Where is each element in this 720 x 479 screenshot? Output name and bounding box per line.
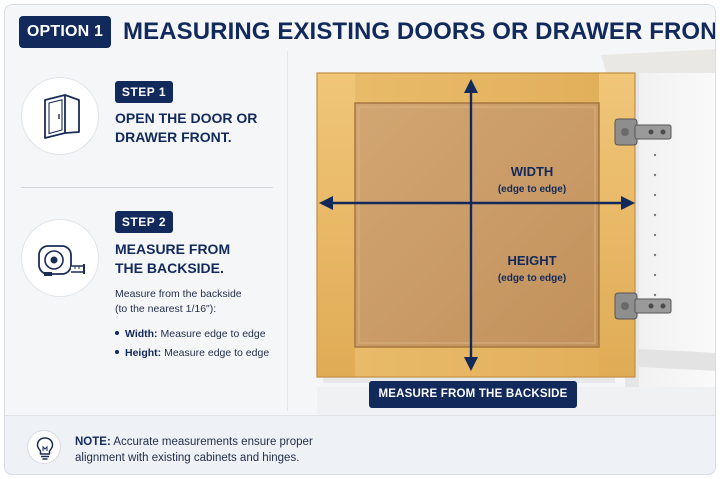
column-divider	[287, 51, 288, 411]
cabinet-top	[601, 49, 715, 75]
width-arrow	[319, 196, 635, 210]
note-text-line2: alignment with existing cabinets and hin…	[75, 452, 300, 464]
door-diagram: WIDTH (edge to edge) HEIGHT (edge to edg…	[289, 49, 715, 415]
height-arrow	[464, 79, 478, 371]
note-bar: NOTE: Accurate measurements ensure prope…	[5, 415, 715, 474]
step2-desc-line1: Measure from the backside	[115, 288, 242, 300]
hinge-top	[614, 118, 672, 146]
bullet-width-text: Measure edge to edge	[157, 328, 266, 340]
note-icon-circle	[27, 430, 61, 464]
step1-title: OPEN THE DOOR OR DRAWER FRONT.	[115, 109, 285, 147]
bullet-width: Width: Measure edge to edge	[115, 327, 266, 341]
infographic-frame: OPTION 1 MEASURING EXISTING DOORS OR DRA…	[4, 4, 716, 475]
width-sublabel: (edge to edge)	[498, 184, 566, 195]
step2-desc-line2: (to the nearest 1/16"):	[115, 303, 217, 315]
step2-title: MEASURE FROM THE BACKSIDE.	[115, 240, 285, 278]
note-text-line1: Accurate measurements ensure proper	[110, 436, 313, 448]
bullet-dot	[115, 350, 119, 355]
step2-icon-circle	[21, 219, 99, 297]
bullet-height-label: Height:	[125, 347, 162, 359]
door-top-rail	[317, 73, 613, 103]
option-badge: OPTION 1	[19, 16, 111, 48]
step2-badge: STEP 2	[115, 211, 173, 233]
door-bottom-rail	[317, 347, 613, 377]
step1-title-line2: DRAWER FRONT.	[115, 129, 232, 145]
step1-icon-circle	[21, 77, 99, 155]
bullet-height: Height: Measure edge to edge	[115, 346, 269, 360]
door-outline	[316, 72, 636, 378]
cabinet-shelf	[639, 349, 715, 371]
height-sublabel: (edge to edge)	[498, 273, 566, 284]
door-panel-edge	[354, 102, 600, 348]
door-panel-bevel	[358, 106, 596, 344]
height-label: HEIGHT	[507, 253, 556, 268]
step-divider	[21, 187, 273, 188]
tape-measure-icon	[38, 245, 85, 276]
measure-backside-label: MEASURE FROM THE BACKSIDE	[369, 381, 577, 408]
page-title: MEASURING EXISTING DOORS OR DRAWER FRONT…	[123, 18, 716, 45]
note-text: NOTE: Accurate measurements ensure prope…	[75, 434, 375, 466]
door-diagram-svg: WIDTH (edge to edge) HEIGHT (edge to edg…	[316, 49, 715, 415]
door-panel	[355, 103, 599, 347]
note-label: NOTE:	[75, 436, 111, 448]
bullet-height-text: Measure edge to edge	[161, 347, 270, 359]
step2-description: Measure from the backside (to the neares…	[115, 287, 285, 317]
width-label: WIDTH	[511, 164, 554, 179]
hinge-bottom	[614, 292, 672, 320]
door-left-stile	[317, 73, 355, 377]
step2-title-line1: MEASURE FROM	[115, 241, 231, 257]
bullet-dot	[115, 331, 119, 336]
step1-title-line1: OPEN THE DOOR OR	[115, 110, 258, 126]
bullet-width-label: Width:	[125, 328, 158, 340]
shelf-holes	[653, 153, 657, 297]
lightbulb-icon	[36, 437, 54, 460]
open-door-icon	[44, 94, 80, 139]
step1-badge: STEP 1	[115, 81, 173, 103]
step2-title-line2: THE BACKSIDE.	[115, 260, 224, 276]
